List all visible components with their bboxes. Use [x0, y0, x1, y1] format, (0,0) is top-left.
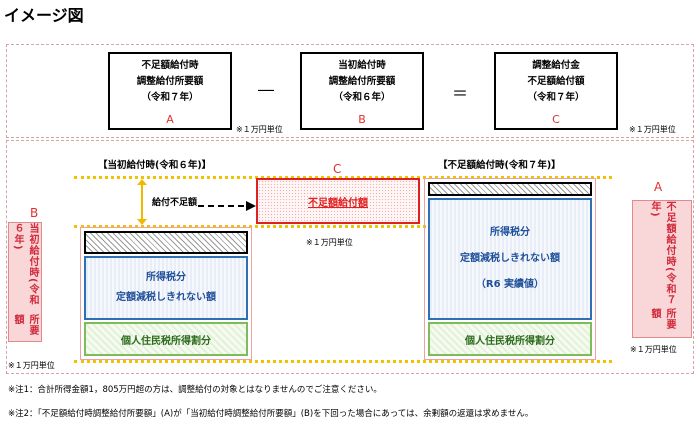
letter-a: A: [654, 180, 663, 194]
unit-note-left: ※１万円単位: [8, 361, 55, 370]
box-b-line3: （令和６年）: [333, 92, 391, 103]
initial-unreduced-label: 定額減税しきれない額: [116, 292, 216, 303]
letter-c: C: [333, 162, 342, 176]
unit-note-mid: ※１万円単位: [306, 238, 353, 247]
minus-sign: ―: [258, 80, 274, 99]
top-guide-line: [74, 176, 612, 179]
box-c-line3: （令和７年）: [527, 92, 585, 103]
shortfall-amount-box: 不足額給付額: [256, 178, 420, 224]
initial-income-tax-segment: 所得税分 定額減税しきれない額: [84, 256, 248, 320]
initial-income-tax-label: 所得税分: [146, 272, 186, 283]
equals-sign: ＝: [452, 84, 469, 103]
shortfall-resident-tax-label: 個人住民税所得割分: [465, 335, 555, 347]
box-b-line2: 調整給付所要額: [328, 76, 396, 87]
unit-note-right: ※１万円単位: [630, 345, 677, 354]
box-a-line2: 調整給付所要額: [136, 76, 204, 87]
shortfall-resident-tax-segment: 個人住民税所得割分: [428, 322, 592, 356]
box-c-line2: 不足額給付額: [527, 76, 585, 87]
shortfall-actual-label: （R6 実績値）: [475, 279, 545, 290]
shortfall-required-amount-label: 不足額給付時(令和７年) 所要額: [632, 200, 692, 338]
box-a-tag: A: [166, 113, 174, 126]
dashed-arrow-icon: [198, 196, 256, 211]
adjustment-c-box: 調整給付金 不足額給付額 （令和７年） C: [494, 52, 618, 130]
shortfall-bar-frame: [424, 178, 596, 360]
initial-required-amount-label: 当初給付時(令和６年) 所要額: [8, 222, 42, 342]
left-label-sub: 所要額: [12, 313, 38, 336]
shortfall-income-tax-segment: 所得税分 定額減税しきれない額 （R6 実績値）: [428, 198, 592, 320]
footnote-2: ※注2：「不足額給付時調整給付所要額」(A)が「当初給付時調整給付所要額」(B)…: [8, 409, 534, 419]
box-c-tag: C: [552, 113, 560, 126]
footnote-1: ※注1：合計所得金額1，805万円超の方は、調整給付の対象とはなりませんのでご注…: [8, 385, 382, 395]
box-a-line1: 不足額給付時: [141, 60, 199, 71]
shortfall-amount-label: 不足額給付額: [308, 197, 368, 209]
base-guide-line: [74, 360, 612, 363]
header-shortfall-payment: 【不足額給付時(令和７年)】: [438, 160, 561, 171]
formula-section: [6, 44, 694, 138]
right-label-sub: 所要額: [649, 307, 675, 330]
unit-note-c: ※１万円単位: [629, 125, 676, 134]
box-a-line3: （令和７年）: [141, 92, 199, 103]
box-c-line1: 調整給付金: [532, 60, 580, 71]
mid-guide-line: [74, 225, 426, 228]
right-label-main: 不足額給付時(令和７年): [649, 201, 675, 306]
letter-b: B: [30, 206, 39, 220]
box-b-line1: 当初給付時: [338, 60, 386, 71]
initial-resident-tax-segment: 個人住民税所得割分: [84, 322, 248, 356]
shortfall-top-segment: [428, 182, 592, 196]
shortfall-vertical-arrow: [137, 179, 147, 225]
shortfall-unreduced-label: 定額減税しきれない額: [460, 253, 560, 264]
box-b-tag: B: [358, 113, 366, 126]
required-amount-a-box: 不足額給付時 調整給付所要額 （令和７年） A: [108, 52, 232, 130]
initial-resident-tax-label: 個人住民税所得割分: [121, 335, 211, 347]
left-label-main: 当初給付時(令和６年): [12, 223, 38, 306]
header-initial-payment: 【当初給付時(令和６年)】: [98, 160, 212, 171]
unit-note-b: ※１万円単位: [236, 125, 283, 134]
diagram-section: [6, 140, 694, 374]
initial-bar-frame: [80, 227, 252, 360]
initial-top-segment: [84, 231, 248, 254]
shortfall-arrow-label: 給付不足額: [152, 198, 198, 208]
shortfall-income-tax-label: 所得税分: [490, 227, 530, 238]
required-amount-b-box: 当初給付時 調整給付所要額 （令和６年） B: [300, 52, 424, 130]
page-title: イメージ図: [4, 6, 84, 25]
